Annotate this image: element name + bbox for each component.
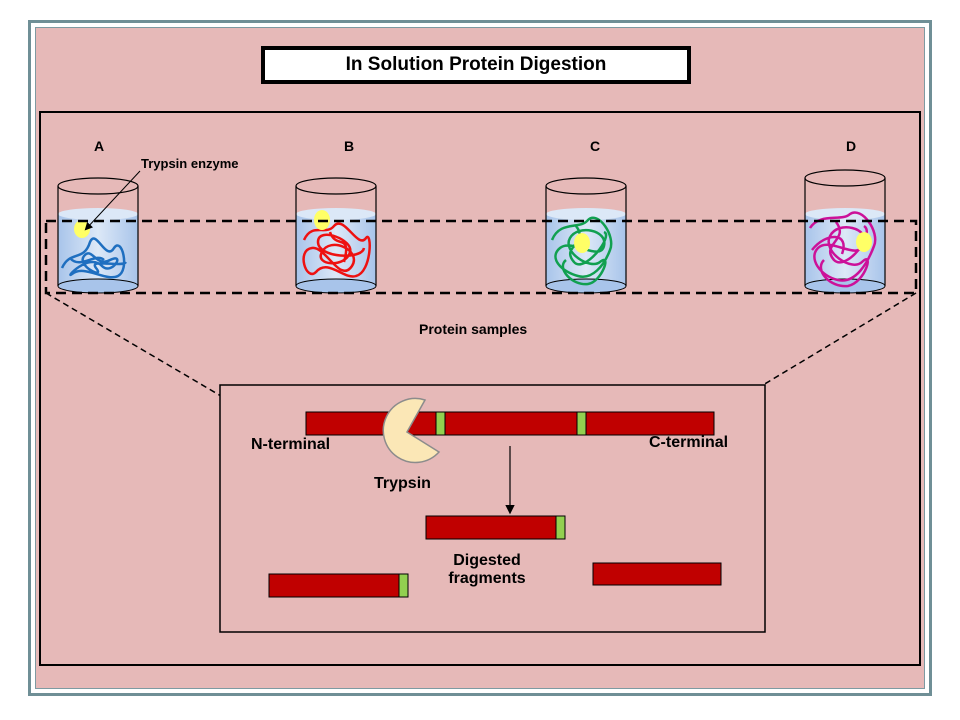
digested-label-line1: Digested bbox=[453, 552, 521, 569]
cleavage-site-2 bbox=[576, 411, 587, 436]
cleavage-site-1 bbox=[435, 411, 446, 436]
digested-fragments-label: Digested fragments bbox=[440, 552, 534, 588]
trypsin-icon bbox=[382, 397, 441, 464]
zoom-line-left bbox=[45, 292, 222, 397]
beaker-d bbox=[804, 169, 886, 294]
beaker-a bbox=[57, 177, 139, 294]
digested-label-line2: fragments bbox=[448, 570, 526, 587]
beaker-b bbox=[295, 177, 377, 294]
fragment-3 bbox=[592, 562, 722, 586]
chain-segment-3 bbox=[585, 411, 715, 436]
sample-label-d: D bbox=[846, 138, 857, 154]
main-panel bbox=[39, 111, 921, 666]
zoom-line-right bbox=[762, 292, 917, 386]
sample-selection-box bbox=[44, 219, 918, 295]
protein-samples-label: Protein samples bbox=[419, 321, 528, 337]
protein-chain bbox=[305, 411, 715, 436]
enzyme-c-icon bbox=[574, 233, 590, 253]
enzyme-a-icon bbox=[74, 220, 90, 238]
c-terminal-label: C-terminal bbox=[649, 434, 729, 451]
protein-a-icon bbox=[60, 237, 128, 279]
sample-label-c: C bbox=[590, 138, 601, 154]
trypsin-label: Trypsin bbox=[374, 475, 431, 492]
fragment-1 bbox=[425, 515, 566, 540]
trypsin-enzyme-pointer bbox=[84, 170, 141, 231]
protein-b-icon bbox=[302, 222, 371, 278]
fragment-2 bbox=[268, 573, 409, 598]
chain-segment-2 bbox=[444, 411, 578, 436]
trypsin-enzyme-label: Trypsin enzyme bbox=[141, 156, 239, 171]
n-terminal-label: N-terminal bbox=[251, 436, 331, 453]
sample-label-a: A bbox=[94, 138, 105, 154]
beaker-c bbox=[545, 177, 627, 294]
enzyme-d-icon bbox=[856, 232, 872, 252]
sample-label-b: B bbox=[344, 138, 355, 154]
diagram-title: In Solution Protein Digestion bbox=[261, 46, 691, 84]
